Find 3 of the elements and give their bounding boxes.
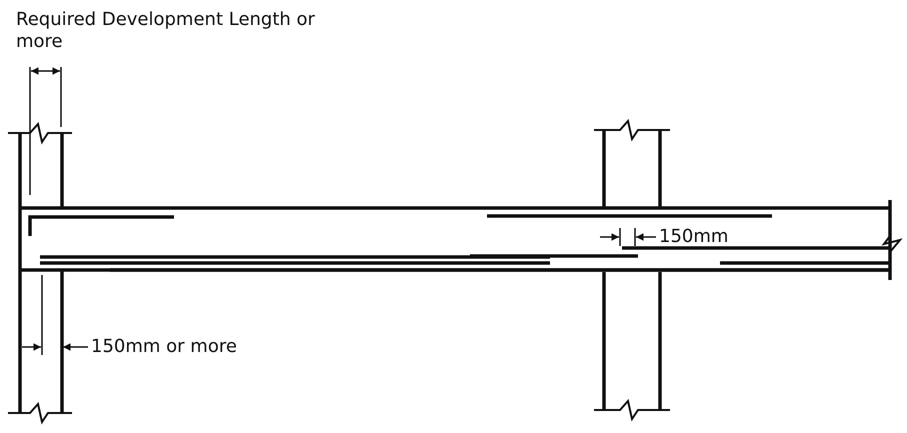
dimension-label: 150mm or more [91,336,237,358]
dimension-label: 150mm [659,226,728,248]
dimension-label: Required Development Length or more [16,9,316,53]
